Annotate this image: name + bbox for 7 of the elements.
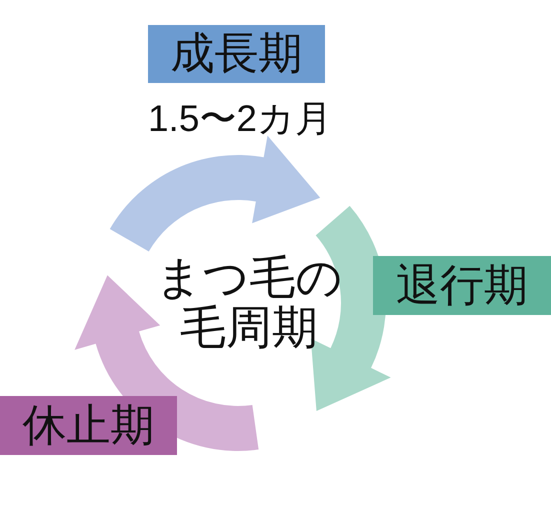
phase-box: 成長期: [148, 25, 325, 83]
center-title: まつ毛の毛周期: [154, 252, 344, 352]
cycle-arrow: [110, 136, 320, 252]
phase-box: 退行期: [373, 256, 551, 315]
phase-box: 休止期: [0, 396, 177, 455]
cycle-arrow: [310, 206, 391, 411]
duration-label: 1.5〜2カ月: [146, 100, 333, 137]
